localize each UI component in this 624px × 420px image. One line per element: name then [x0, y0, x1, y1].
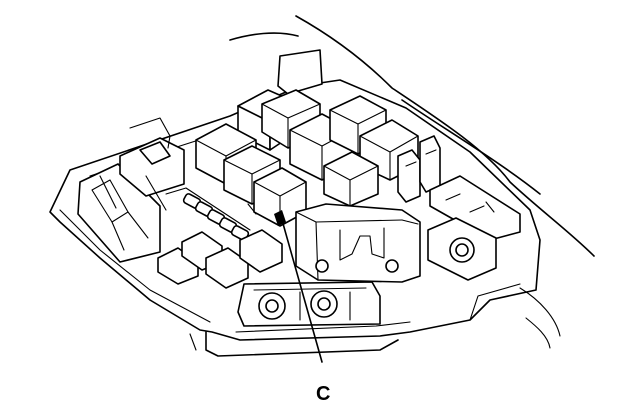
right-bracket — [397, 135, 521, 241]
box-housing — [49, 79, 541, 357]
center-connector-block — [295, 203, 421, 283]
bottom-terminals — [237, 281, 381, 327]
callout-c-leader — [281, 219, 323, 363]
callout-c-label: C — [316, 383, 330, 405]
right-terminal — [427, 217, 497, 281]
relay-cluster — [195, 49, 419, 207]
left-latch-block — [77, 117, 185, 263]
fuse-slots — [165, 187, 251, 241]
lower-left-blocks — [157, 229, 283, 289]
relay-top — [277, 49, 323, 95]
